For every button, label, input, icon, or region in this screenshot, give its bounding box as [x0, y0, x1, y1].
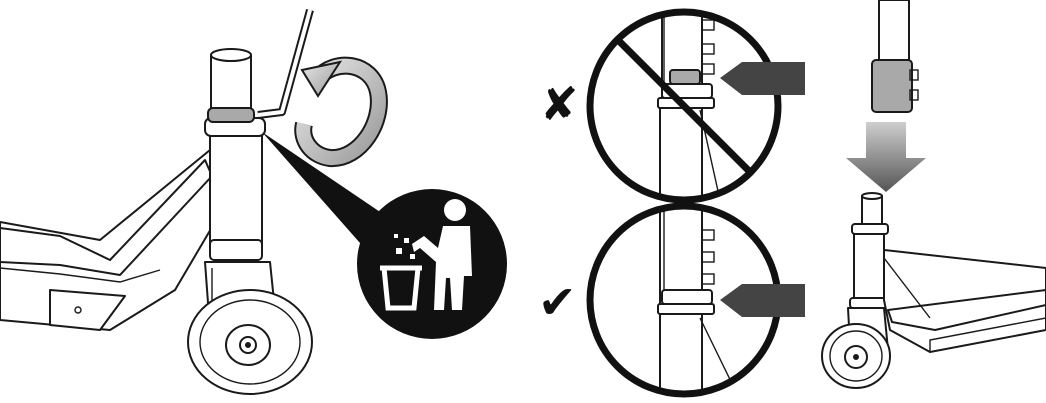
- dispose-in-bin-icon: [357, 189, 507, 339]
- handlebar-tube: [872, 0, 918, 112]
- steerer-tube: [211, 49, 251, 110]
- allen-key: [258, 10, 310, 115]
- detail-correct: [590, 206, 805, 403]
- cross-mark-icon: ✘: [540, 77, 579, 131]
- detail-incorrect: [590, 0, 805, 200]
- front-wheel: [188, 290, 312, 394]
- insert-bar-panel: [822, 0, 1046, 388]
- small-scooter: [822, 193, 1046, 388]
- pointing-arrow-icon: [720, 284, 805, 317]
- rotate-arrow-icon: [302, 62, 379, 158]
- check-mark-icon: ✔: [538, 275, 577, 329]
- pointing-arrow-icon: [720, 62, 805, 95]
- scooter-deck: [0, 150, 225, 330]
- head-tube: [205, 118, 265, 260]
- down-arrow-icon: [846, 122, 926, 192]
- clamp-ring: [208, 108, 254, 122]
- left-scooter: [0, 10, 507, 394]
- clamp-check-panel: ✘ ✔: [538, 0, 805, 403]
